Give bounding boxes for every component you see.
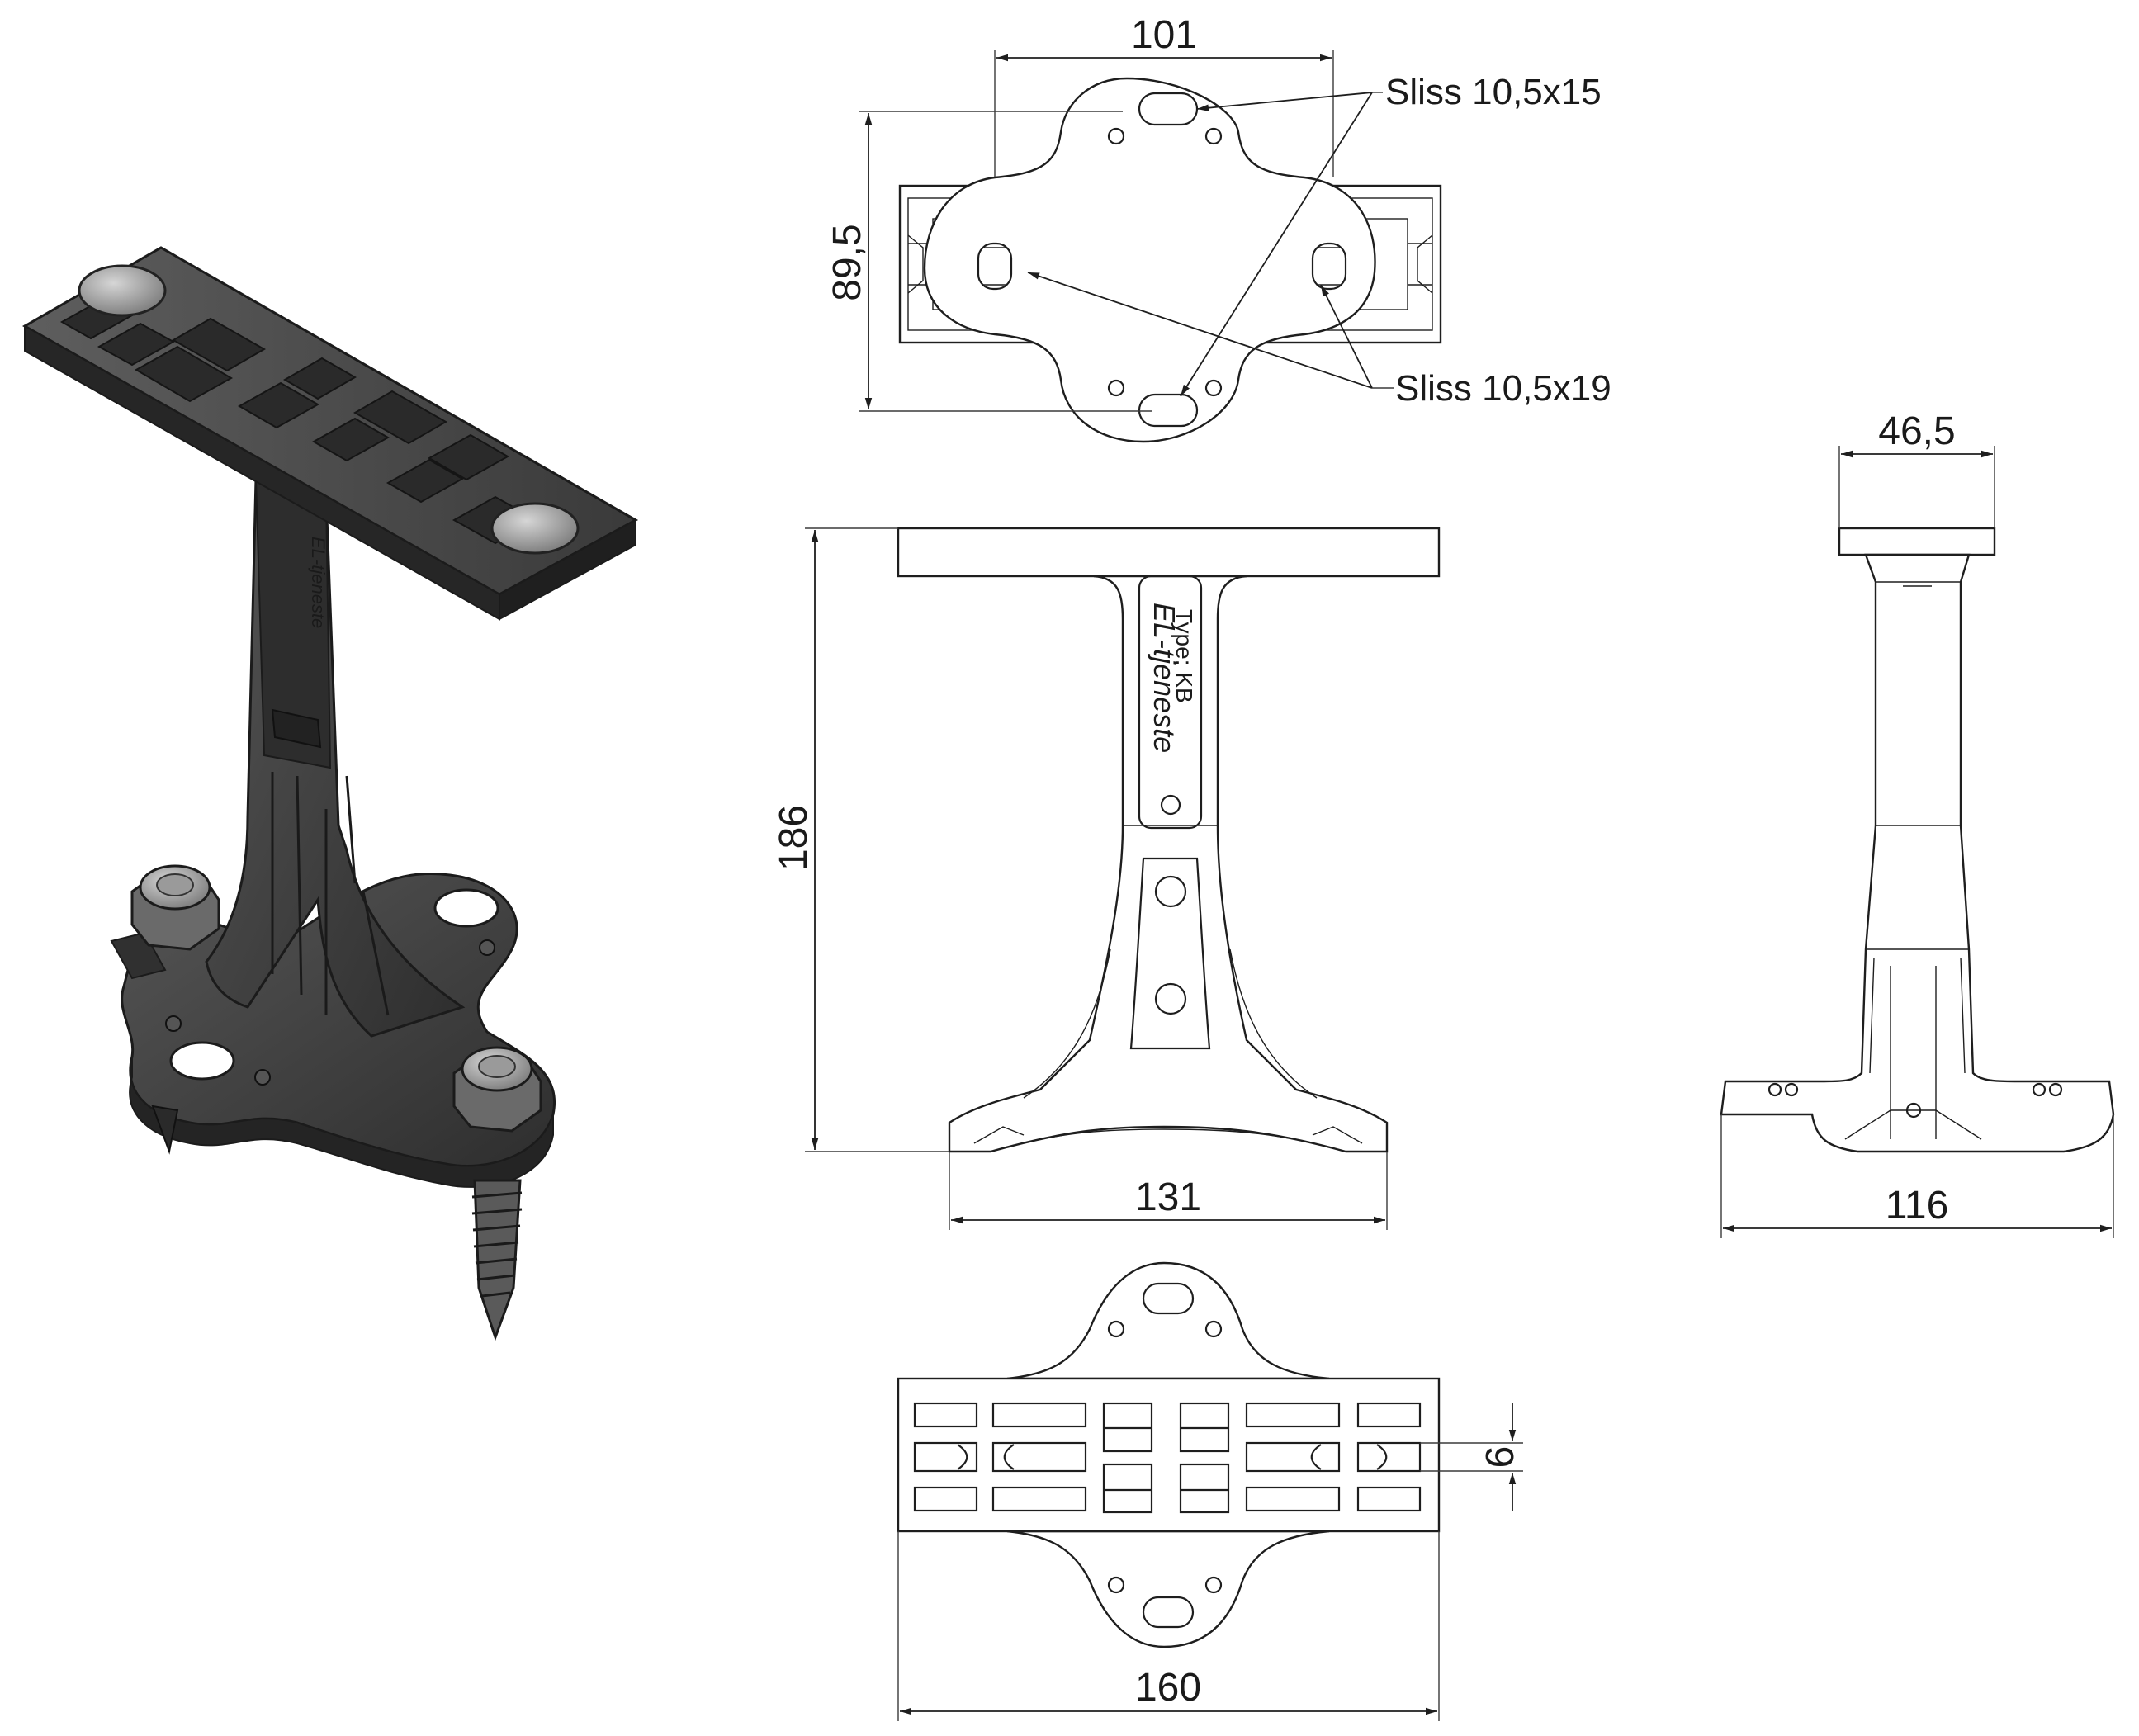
render-spike — [151, 1105, 179, 1155]
top-view-slot-right — [1311, 242, 1347, 291]
bottom-view-plate — [897, 1377, 1441, 1533]
isometric-render: EL-tjeneste — [21, 246, 639, 1341]
top-view-plate — [923, 77, 1376, 443]
dim-front-base-width: 131 — [1135, 1175, 1201, 1219]
dim-bottom-width: 160 — [1135, 1666, 1201, 1710]
render-nut-left — [130, 864, 220, 951]
front-view-body — [948, 575, 1389, 1153]
render-cap-right — [490, 502, 580, 555]
callout-slot-small: Sliss 10,5x15 — [1385, 72, 1602, 112]
front-view: EL-tjeneste Type: KB 186 131 — [772, 527, 1441, 1230]
bottom-view-slots — [913, 1402, 1422, 1514]
bottom-view-top-lobe — [1006, 1261, 1330, 1380]
render-column-rib — [271, 772, 390, 1016]
render-base-hole-left — [169, 1041, 235, 1081]
render-side-flap — [110, 931, 167, 980]
top-view: 101 89,5 Sliss 10,5x15 Sliss 10,5x19 — [826, 13, 1611, 443]
bottom-view: 9 160 — [897, 1261, 1523, 1721]
dim-front-height: 186 — [772, 805, 816, 871]
dim-top-height: 89,5 — [826, 224, 869, 300]
side-view-top — [1838, 527, 1996, 556]
render-nut-right — [452, 1046, 542, 1133]
side-view-body — [1720, 553, 2115, 1153]
dim-top-width: 101 — [1131, 13, 1197, 57]
dim-side-base-width: 116 — [1886, 1184, 1949, 1227]
dim-side-top-width: 46,5 — [1878, 409, 1955, 453]
render-column-notch — [271, 708, 322, 749]
bottom-view-bottom-lobe — [1006, 1530, 1330, 1648]
render-screw — [471, 1179, 523, 1341]
top-view-slot-left — [977, 242, 1013, 291]
render-emboss: EL-tjeneste — [308, 537, 329, 628]
render-base-hole-right — [433, 888, 499, 928]
render-base-plate-edge — [129, 1056, 554, 1188]
front-emboss-type: Type: KB — [1171, 609, 1197, 703]
front-view-label-panel — [1138, 575, 1203, 830]
render-cap-left — [78, 264, 167, 317]
render-top-plate-end — [499, 518, 636, 621]
top-view-slot-bottom — [1138, 393, 1199, 428]
dim-bottom-slot-height: 9 — [1477, 1446, 1521, 1469]
front-view-top-plate — [897, 527, 1441, 578]
side-view: 46,5 116 — [1720, 409, 2115, 1238]
front-emboss-brand: EL-tjeneste — [1148, 603, 1181, 753]
callout-slot-large: Sliss 10,5x19 — [1395, 368, 1611, 409]
